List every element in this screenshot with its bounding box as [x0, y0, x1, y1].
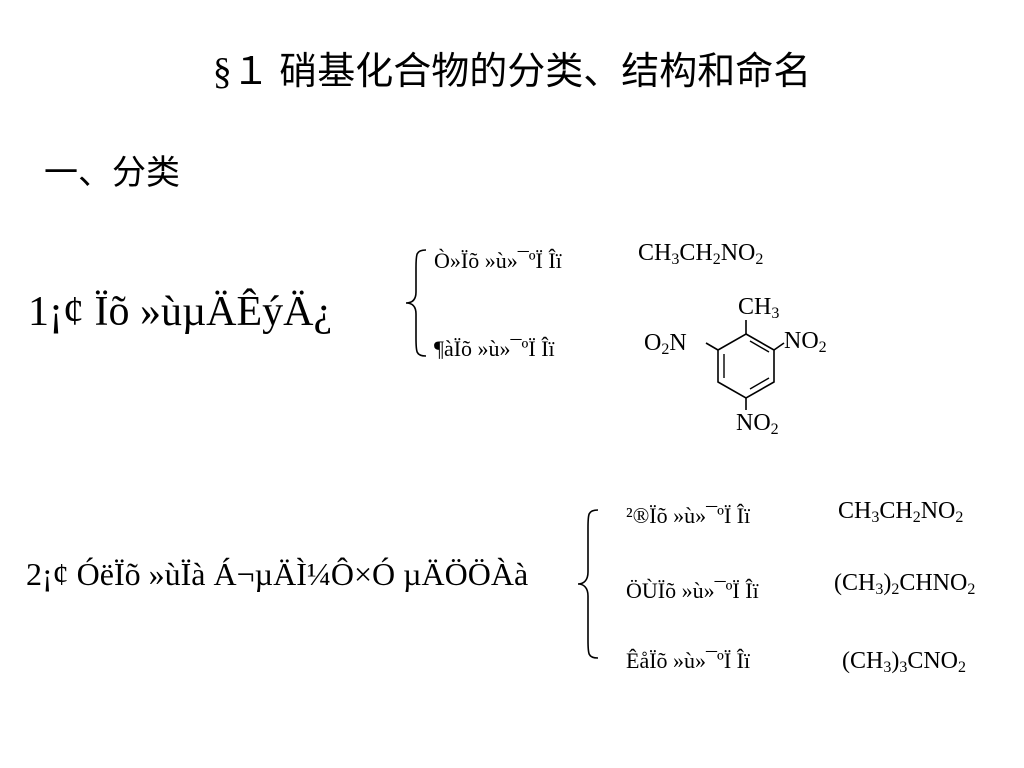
- group2-branch-tertiary-label: ÊåÏõ »ù»¯ºÏ Îï: [626, 648, 751, 673]
- group2-branch-secondary-label: ÖÙÏõ »ù»¯ºÏ Îï: [626, 578, 759, 603]
- group1-branch-mono-formula: CH3CH2NO2: [638, 240, 764, 268]
- group2-branch-tertiary-formula: (CH3)3CNO2: [842, 648, 967, 676]
- group2-branch-secondary-formula: (CH3)2CHNO2: [834, 570, 976, 598]
- group2-brace: [577, 509, 599, 659]
- structure-methyl: CH3: [738, 294, 780, 322]
- structure-nitro-bottom: NO2: [736, 410, 779, 438]
- group1-brace: [405, 249, 427, 357]
- page-title: §１ 硝基化合物的分类、结构和命名: [212, 51, 812, 93]
- group2-branch-primary-label: ²®Ïõ »ù»¯ºÏ Îï: [626, 503, 751, 528]
- structure-nitro-left: O2N: [644, 330, 687, 358]
- section-heading: 一、分类: [44, 155, 180, 192]
- group1-branch-mono-label: Ò»Ïõ »ù»¯ºÏ Îï: [434, 248, 562, 273]
- benzene-ring: [705, 320, 785, 410]
- group2-heading: 2¡¢ ÓëÏõ »ùÏà Á¬µÄÌ¼Ô­×Ó µÄÖÖÀà: [26, 556, 529, 592]
- group1-branch-poly-label: ¶àÏõ »ù»¯ºÏ Îï: [434, 336, 555, 361]
- group2-branch-primary-formula: CH3CH2NO2: [838, 498, 964, 526]
- group1-heading: 1¡¢ Ïõ »ùµÄÊýÄ¿: [28, 289, 333, 335]
- structure-nitro-right: NO2: [784, 328, 827, 356]
